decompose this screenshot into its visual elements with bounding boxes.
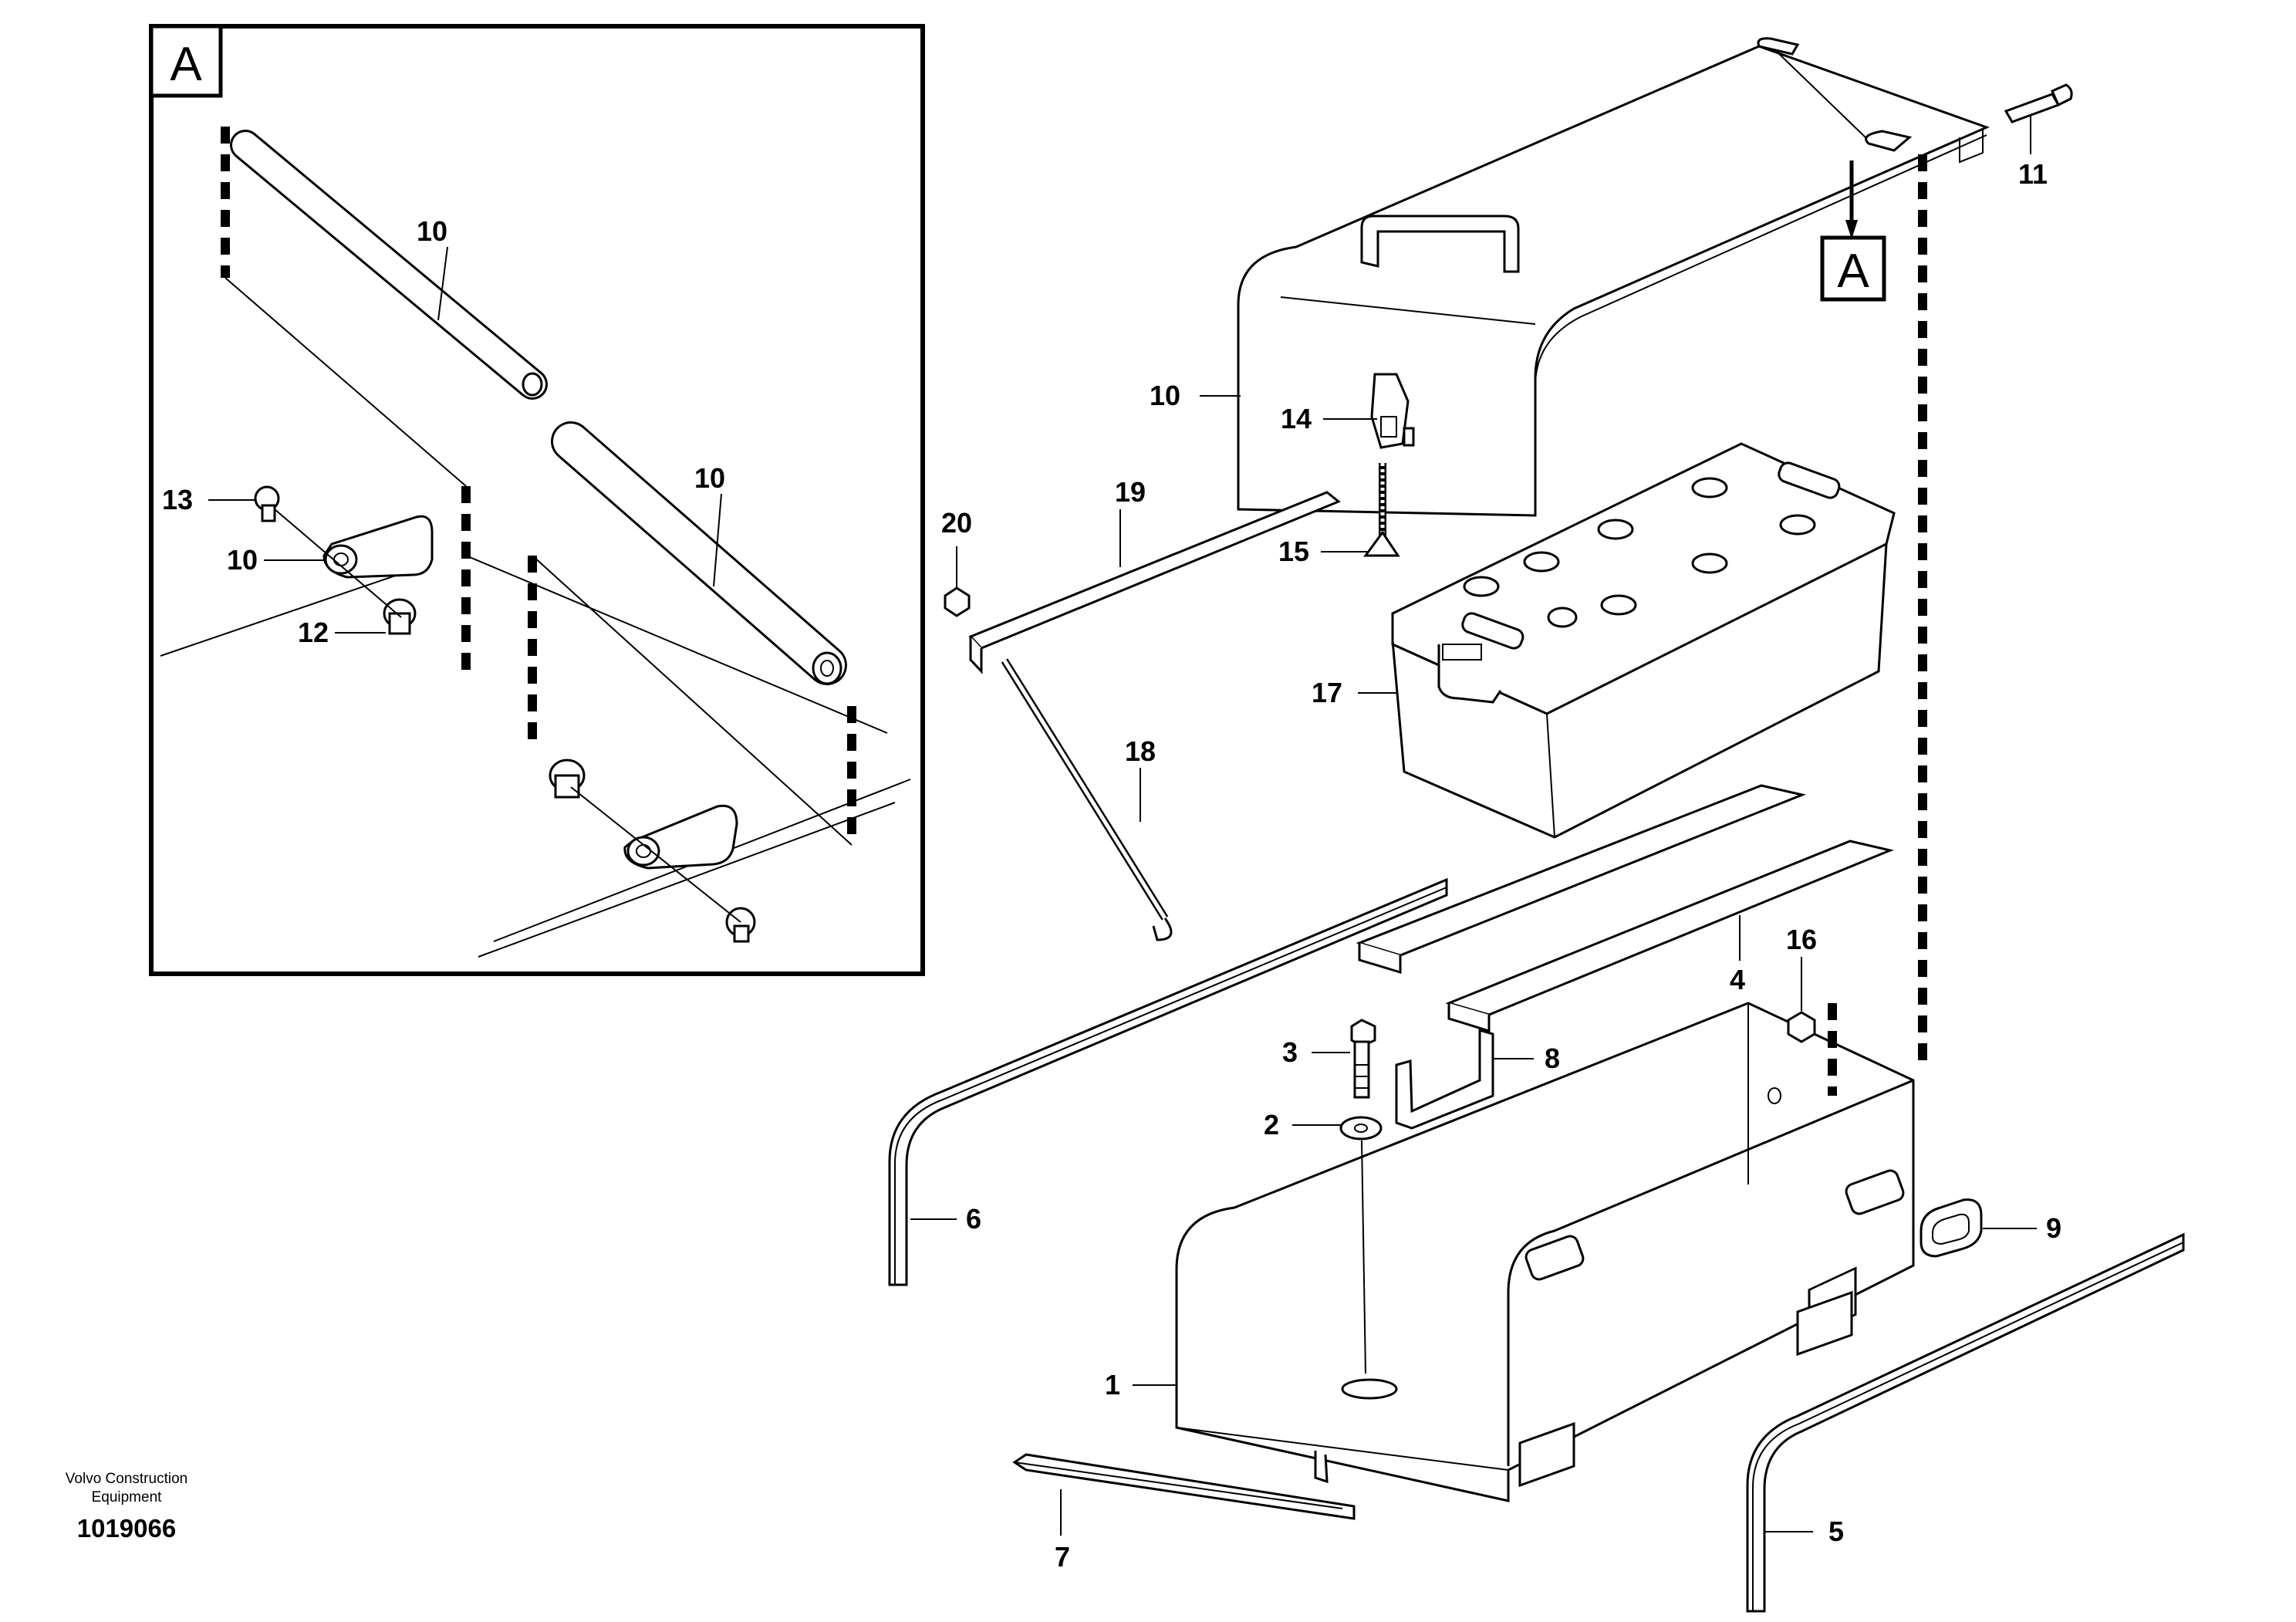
washer-2 [1339, 1116, 1383, 1140]
latch-hook [1363, 463, 1400, 557]
edge-trim-5 [1746, 1232, 2185, 1613]
u-bolt-8 [1395, 1028, 1494, 1130]
callout-6: 6 [966, 1203, 981, 1235]
callout-16: 16 [1786, 924, 1817, 955]
callout-7: 7 [1055, 1541, 1070, 1573]
callout-5: 5 [1828, 1516, 1844, 1547]
callout-2: 2 [1264, 1109, 1279, 1140]
callout-20: 20 [941, 507, 972, 539]
callout-8: 8 [1545, 1042, 1560, 1074]
grommet-9 [1920, 1198, 1983, 1258]
bolt-11 [2004, 83, 2073, 123]
callout-1: 1 [1105, 1369, 1120, 1401]
bolt-3 [1350, 1019, 1376, 1099]
callout-10-lid: 10 [1150, 380, 1180, 411]
callout-10-detail-upper: 10 [417, 215, 447, 247]
bushing-12 [383, 598, 417, 635]
callout-3: 3 [1282, 1036, 1298, 1068]
callout-17: 17 [1312, 677, 1342, 708]
bolt-13 [254, 485, 280, 522]
callout-9: 9 [2046, 1212, 2061, 1244]
gas-strut-lower [551, 421, 847, 685]
company-label: Volvo Construction Equipment 1019066 [66, 1471, 187, 1543]
lid-handle [1360, 215, 1520, 273]
battery-pads [1356, 784, 1894, 1033]
edge-trim-6 [888, 877, 1448, 1286]
detail-letter: A [170, 38, 202, 91]
lid-latch [1370, 373, 1415, 449]
callout-10-detail-lower: 10 [694, 462, 725, 494]
nut-20 [944, 586, 971, 617]
callout-14: 14 [1281, 403, 1312, 434]
hook-rod [1001, 658, 1173, 941]
callout-15: 15 [1278, 536, 1309, 567]
svg-text:A: A [1837, 245, 1869, 298]
nut-16 [1787, 1011, 1816, 1043]
callout-19: 19 [1115, 476, 1146, 508]
clamp-bar [968, 491, 1341, 674]
detail-letter-box [149, 24, 223, 98]
callouts: 10 14 15 19 20 18 17 11 4 16 3 2 8 6 9 1 [910, 116, 2061, 1573]
edge-trim-7 [1012, 1453, 1356, 1520]
document-number: 1019066 [77, 1514, 176, 1543]
bushing-lower [549, 759, 586, 799]
battery-lid [1237, 37, 1990, 517]
battery-box [1175, 1002, 1915, 1502]
company-line-1: Volvo Construction [66, 1471, 187, 1487]
battery-caps [1463, 477, 1816, 628]
bracket-upper [322, 515, 434, 579]
callout-10-detail-bracket: 10 [227, 544, 258, 576]
company-line-2: Equipment [92, 1489, 163, 1505]
battery [1391, 442, 1896, 839]
callout-13-detail: 13 [162, 484, 193, 515]
callout-12-detail: 12 [298, 617, 329, 648]
detail-view-a: A [149, 24, 925, 976]
detail-reference-a: A [1820, 161, 1886, 302]
callout-4: 4 [1730, 964, 1745, 995]
callout-18: 18 [1125, 735, 1156, 767]
gas-strut-upper [230, 130, 548, 400]
callout-11: 11 [2018, 158, 2048, 190]
